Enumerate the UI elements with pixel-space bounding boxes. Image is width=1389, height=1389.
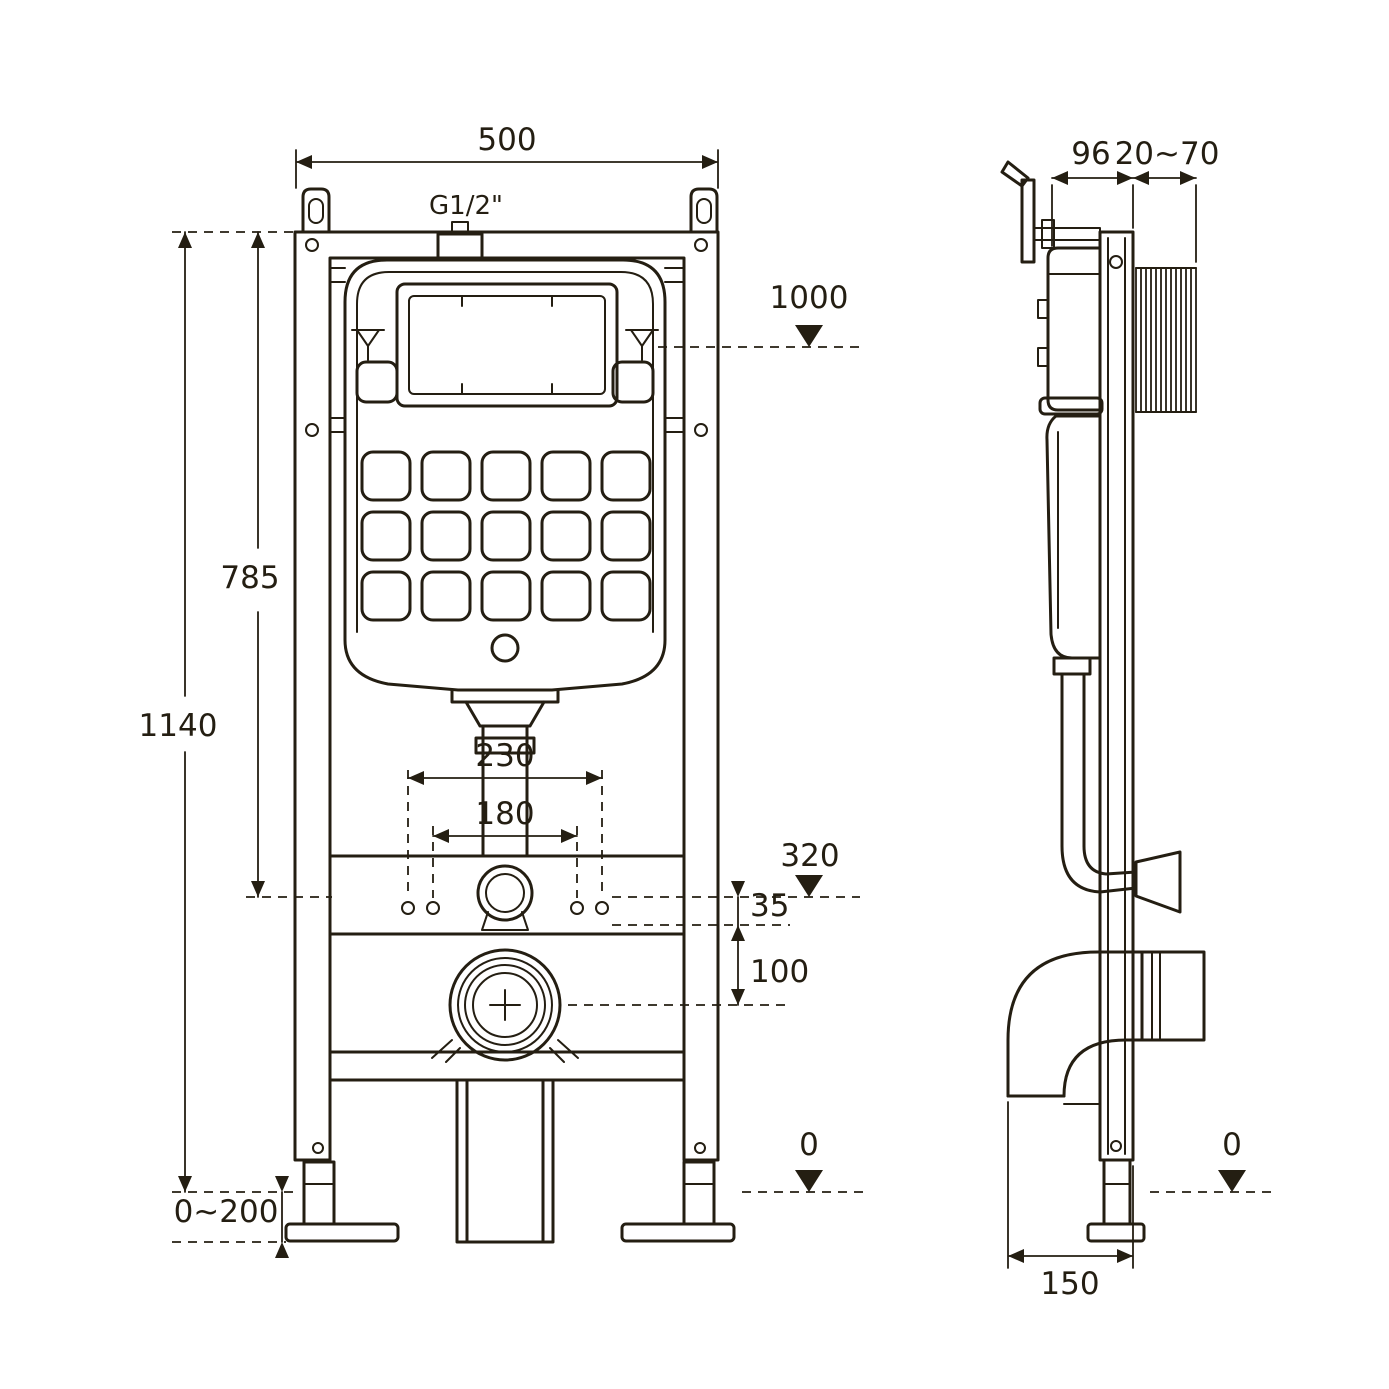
label-leg-adjust: 0~200 (174, 1194, 279, 1230)
pipe-coupling (474, 736, 536, 755)
label-level-0-front: 0 (799, 1127, 819, 1163)
dimension-lines (172, 149, 1274, 1269)
level-marker-0-front (795, 1170, 823, 1192)
drain-pipe-front (455, 1078, 555, 1244)
tab-slot-left (308, 198, 324, 224)
label-level-1000: 1000 (770, 280, 849, 316)
dimension-labels: 500 G1/2" 1000 785 1140 230 180 320 35 1… (139, 122, 1242, 1302)
wall-tab-right (689, 187, 719, 234)
support-leg-left (302, 1160, 336, 1226)
label-width-500: 500 (477, 122, 536, 158)
wall-bracket (1000, 160, 1101, 264)
foot-plate-left (284, 1222, 400, 1243)
label-depth-96: 96 (1071, 136, 1110, 172)
cistern-drain-hole (490, 633, 520, 663)
label-height-1140: 1140 (139, 708, 218, 744)
label-inlet-thread: G1/2" (429, 191, 503, 221)
label-height-785: 785 (220, 560, 279, 596)
support-leg-side (1102, 1158, 1132, 1226)
flush-pipe-front (450, 688, 560, 858)
flush-pipe-side (1052, 656, 1182, 914)
level-marker-1000 (795, 325, 823, 347)
tab-slot-right (696, 198, 712, 224)
side-view (1000, 160, 1206, 1243)
label-stud-180: 180 (475, 796, 534, 832)
wall-tab-left (301, 187, 331, 234)
water-supply-connector (476, 864, 534, 931)
foot-plate-right (620, 1222, 736, 1243)
label-stud-230: 230 (475, 738, 534, 774)
cistern (343, 258, 667, 692)
label-offset-100: 100 (750, 954, 809, 990)
label-gap-35: 35 (750, 888, 789, 924)
label-depth-150: 150 (1040, 1266, 1099, 1302)
cistern-grid (360, 450, 652, 622)
frame-front (284, 187, 736, 1243)
label-level-320: 320 (780, 838, 839, 874)
mounting-studs (401, 770, 609, 915)
level-marker-320 (795, 875, 823, 897)
drain-outlet (431, 948, 579, 1063)
drain-socket (1140, 950, 1206, 1042)
front-view (284, 187, 736, 1244)
access-panel (395, 282, 619, 408)
support-leg-right (682, 1160, 716, 1226)
cistern-side (1037, 246, 1104, 660)
foot-plate-side (1086, 1222, 1146, 1243)
drain-elbow-side (1006, 950, 1206, 1105)
frame-side (1086, 230, 1146, 1243)
threaded-rod (1135, 267, 1197, 413)
water-level-mark-right (625, 329, 659, 361)
water-level-mark-left (351, 329, 385, 361)
flush-outlet-cone (1134, 850, 1182, 914)
water-inlet-fitting (436, 221, 484, 260)
label-wall-20-70: 20~70 (1115, 136, 1220, 172)
level-marker-0-side (1218, 1170, 1246, 1192)
label-level-0-side: 0 (1222, 1127, 1242, 1163)
